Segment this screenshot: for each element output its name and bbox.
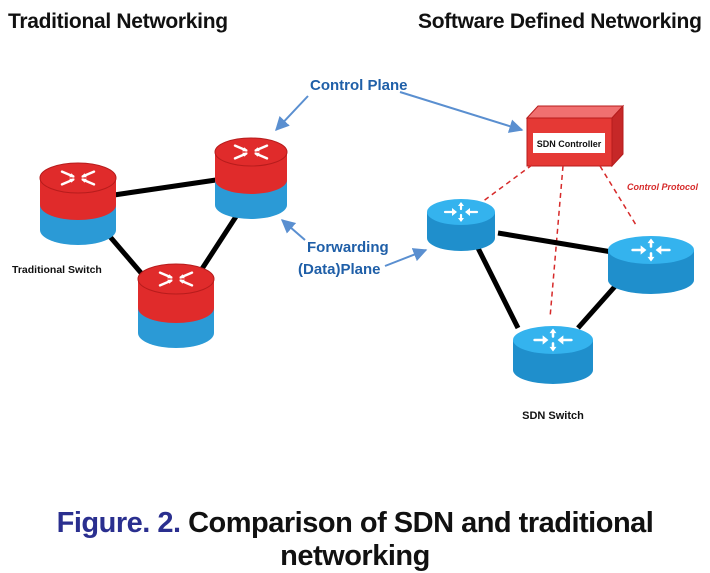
network-diagram: Traditional Switch Control Plane Forward…: [12, 77, 698, 422]
forwarding-arrow-left: [280, 219, 306, 241]
forwarding-label-1: Forwarding: [307, 239, 389, 256]
traditional-switch-label: Traditional Switch: [12, 264, 102, 276]
figure-caption-text: Comparison of SDN and traditional networ…: [188, 507, 654, 572]
sdn-title: Software Defined Networking: [418, 10, 702, 33]
sdn-controller: SDN Controller: [525, 104, 625, 168]
control-protocol-label: Control Protocol: [627, 182, 698, 192]
sdn-switch-label: SDN Switch: [522, 410, 584, 422]
sdn-switch-3: [513, 326, 593, 384]
traditional-networking-title: Traditional Networking: [8, 10, 228, 33]
control-link-right: [599, 165, 637, 226]
sdn-link-1-3: [475, 246, 521, 330]
control-plane-label: Control Plane: [310, 77, 408, 94]
sdn-switch-2: [608, 236, 694, 294]
traditional-switch-2: [214, 137, 288, 219]
control-plane-arrow-left: [275, 95, 309, 132]
forwarding-arrow-right: [384, 248, 428, 267]
control-plane-arrow-right: [399, 91, 524, 133]
forwarding-label-2: (Data)Plane: [298, 261, 381, 278]
figure-caption: Figure. 2. Comparison of SDN and traditi…: [0, 507, 710, 573]
traditional-switch-3: [137, 263, 215, 348]
sdn-link-1-2: [497, 230, 613, 255]
sdn-switch-1: [427, 199, 495, 251]
sdn-link-2-3: [576, 281, 620, 330]
control-link-left: [477, 164, 533, 206]
traditional-switch-1: [39, 162, 117, 245]
sdn-controller-label: SDN Controller: [537, 139, 602, 149]
figure-number: Figure. 2.: [56, 507, 181, 539]
